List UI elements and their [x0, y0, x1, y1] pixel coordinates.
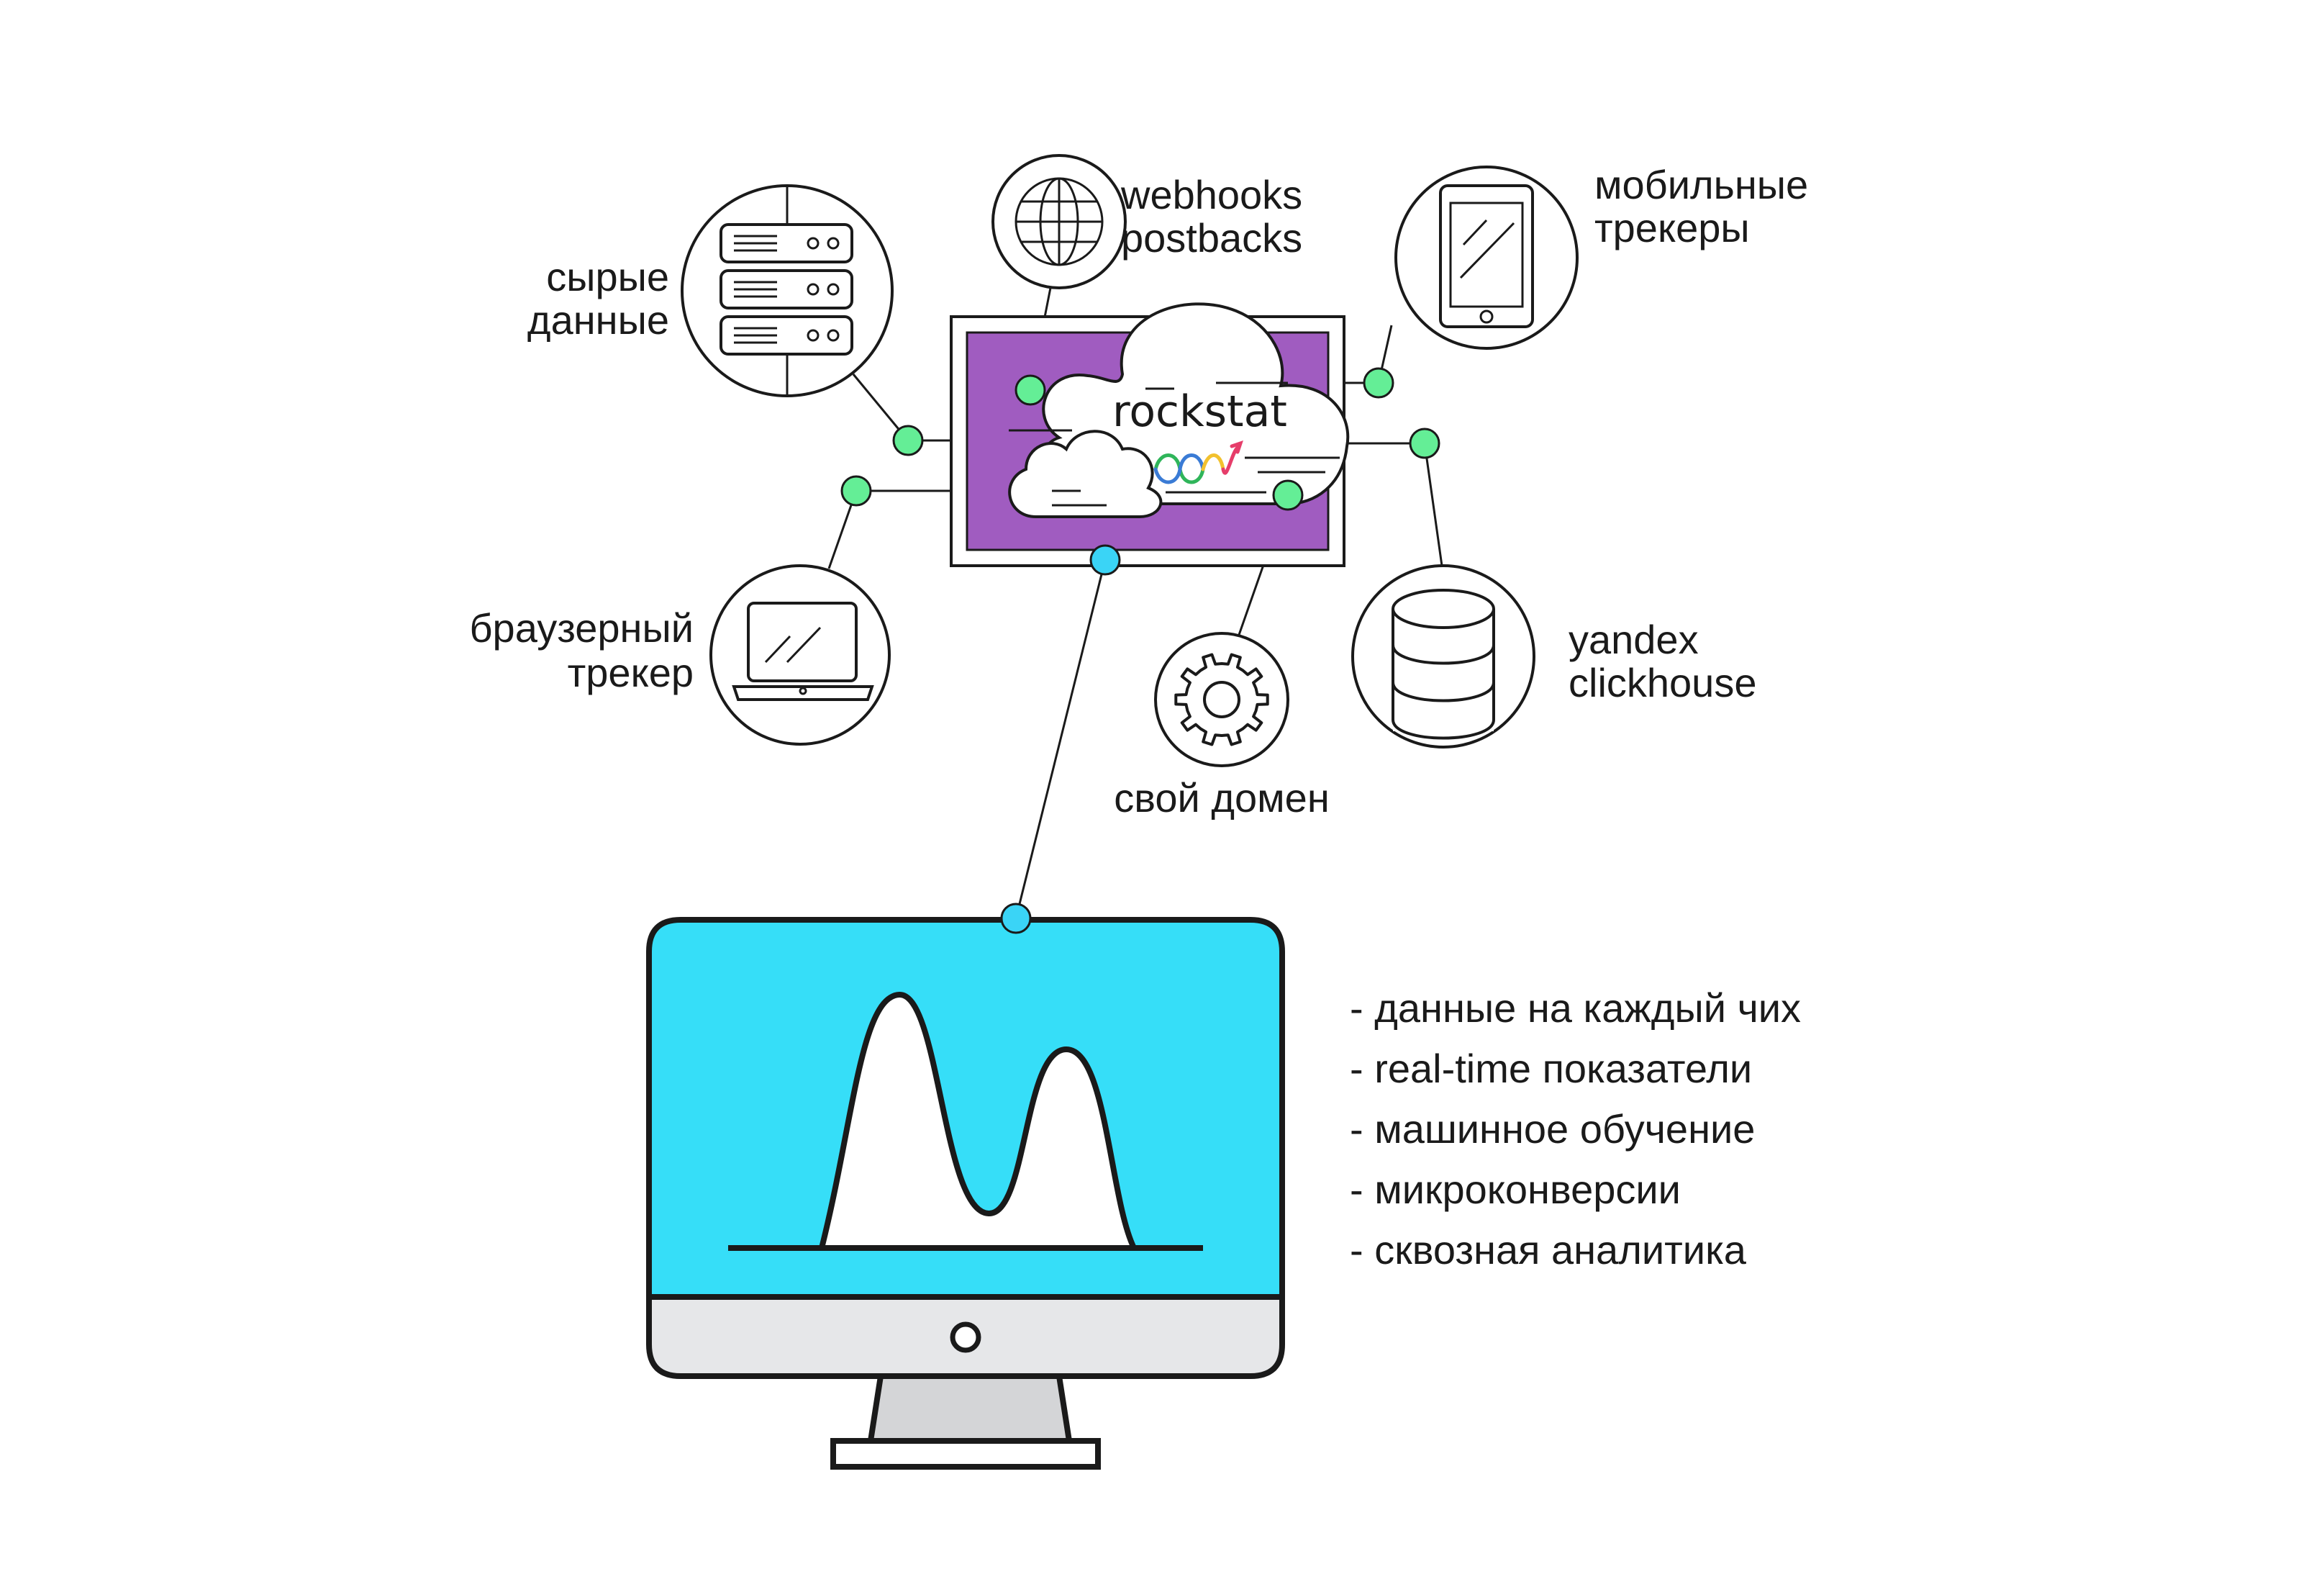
gear-icon: [1174, 653, 1269, 746]
mobile-label-1: мобильные: [1594, 162, 1808, 207]
gear-hub: [1203, 681, 1240, 718]
node-webhooks: webhooks postbacks: [991, 154, 1302, 289]
connector-clickhouse: [1423, 443, 1443, 566]
feature-item: - real-time показатели: [1350, 1046, 1752, 1091]
node-domain: свой домен: [1114, 632, 1330, 820]
monitor-base: [830, 1438, 1101, 1470]
feature-item: - машинное обучение: [1350, 1106, 1755, 1152]
monitor: [646, 903, 1285, 1470]
brand-wordmark: rockstat: [1112, 386, 1287, 437]
webhooks-label-1: webhooks: [1120, 172, 1302, 217]
raw-data-label-1: сырые: [546, 254, 669, 299]
node-clickhouse: yandex clickhouse: [1351, 564, 1756, 749]
node-raw-data: сырые данные: [527, 184, 894, 397]
connector-monitor: [1015, 559, 1107, 919]
tablet-icon: [1439, 184, 1534, 328]
raw-data-label-2: данные: [527, 297, 669, 343]
laptop-icon: [732, 602, 874, 701]
webhooks-label-2: postbacks: [1121, 215, 1302, 261]
dot-domain: [1272, 479, 1304, 511]
monitor-screen: [646, 917, 1285, 1300]
node-mobile: мобильные трекеры: [1394, 162, 1808, 350]
dot-monitor-top: [1000, 903, 1032, 934]
power-button-icon: [950, 1321, 981, 1353]
clickhouse-label-1: yandex: [1569, 617, 1699, 662]
cloud-small: [1008, 430, 1163, 518]
globe-icon: [1015, 177, 1104, 266]
dot-mobile: [1363, 367, 1394, 399]
distribution-curve: [819, 991, 1137, 1251]
feature-item: - данные на каждый чих: [1350, 985, 1801, 1031]
dot-webhooks: [1015, 374, 1046, 406]
monitor-stand: [868, 1373, 1072, 1444]
dot-browser: [840, 475, 872, 507]
feature-item: - сквозная аналитика: [1350, 1227, 1747, 1272]
browser-label-2: трекер: [568, 650, 694, 695]
dot-raw-data: [892, 425, 924, 456]
clickhouse-label-2: clickhouse: [1569, 660, 1756, 705]
connector-dots: [840, 367, 1440, 576]
domain-label: свой домен: [1114, 775, 1330, 820]
cloud-lines: [1009, 381, 1340, 507]
rockstat-hub: rockstat: [950, 302, 1350, 567]
database-icon: [1392, 589, 1495, 740]
node-browser: браузерный трекер: [469, 564, 891, 746]
feature-item: - микроконверсии: [1350, 1167, 1681, 1212]
feature-list: - данные на каждый чих - real-time показа…: [1350, 985, 1801, 1272]
brand-logo-icon: [1153, 440, 1243, 484]
dot-hub-bottom: [1089, 544, 1121, 576]
server-rack-icon: [720, 223, 853, 356]
browser-label-1: браузерный: [469, 605, 694, 651]
dot-clickhouse: [1409, 428, 1440, 459]
mobile-label-2: трекеры: [1594, 205, 1750, 250]
